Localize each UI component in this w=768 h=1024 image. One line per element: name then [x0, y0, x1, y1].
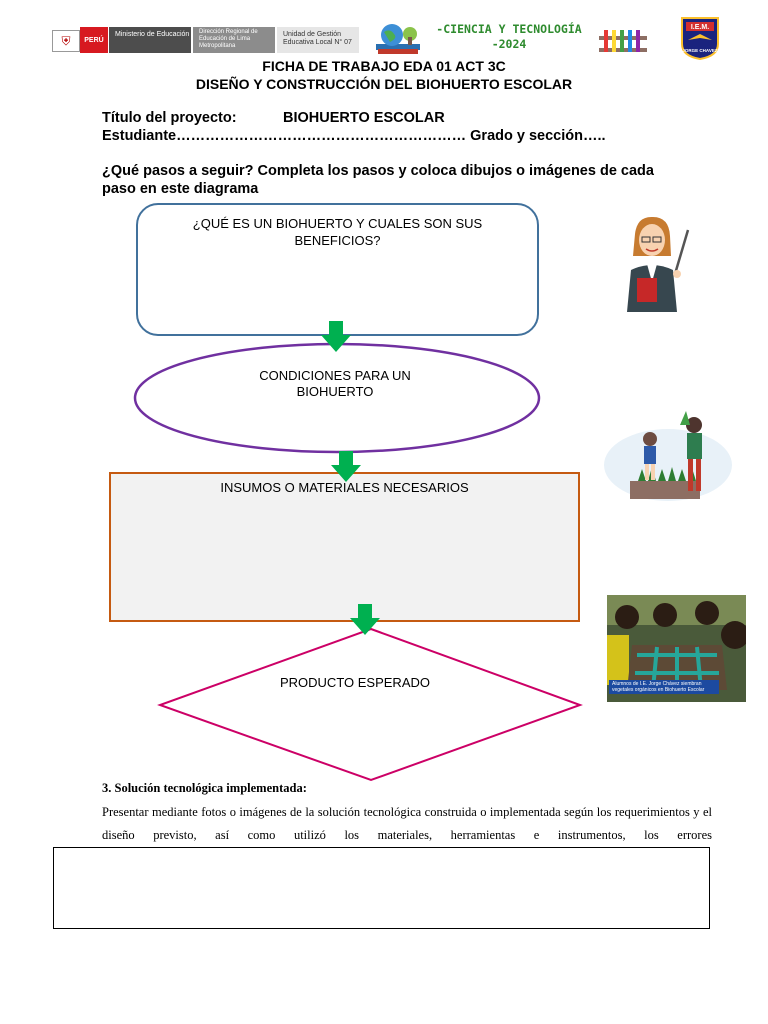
project-title-value: BIOHUERTO ESCOLAR	[283, 110, 445, 126]
school-crest-icon: I.E.M. JORGE CHAVEZ	[680, 16, 720, 60]
gardening-kids-illustration	[602, 405, 734, 505]
answer-box[interactable]	[53, 847, 710, 929]
banner-line-2: -2024	[424, 37, 594, 52]
peru-shield-icon: ⛨	[52, 30, 80, 52]
down-arrow-icon	[349, 604, 381, 636]
project-title-label: Título del proyecto:	[102, 110, 237, 126]
globe-books-icon	[374, 22, 422, 56]
crest-text: I.E.M.	[691, 24, 709, 31]
step-1-text: ¿QUÉ ES UN BIOHUERTO Y CUALES SON SUS BE…	[150, 215, 525, 249]
peru-label: PERÚ	[80, 27, 108, 53]
crest-name: JORGE CHAVEZ	[682, 48, 717, 53]
section-3-heading: 3. Solución tecnológica implementada:	[102, 781, 307, 796]
test-tubes-icon	[598, 28, 648, 54]
subject-banner: -CIENCIA Y TECNOLOGÍA -2024	[424, 22, 594, 52]
teacher-illustration	[615, 212, 695, 314]
step-2-text: CONDICIONES PARA UN BIOHUERTO	[230, 368, 440, 400]
photo-caption: Alumnos de I.E. Jorge Chávez siembran ve…	[609, 680, 719, 694]
dre-logo: Dirección Regional de Educación de Lima …	[193, 27, 275, 53]
banner-line-1: -CIENCIA Y TECNOLOGÍA	[424, 22, 594, 37]
step-4-text: PRODUCTO ESPERADO	[260, 675, 450, 690]
down-arrow-icon	[330, 451, 362, 483]
down-arrow-icon	[320, 321, 352, 353]
student-grade-line: Estudiante…………………………………………………… Grado y s…	[102, 128, 606, 144]
section-3-paragraph: Presentar mediante fotos o imágenes de l…	[102, 801, 712, 847]
ministry-logo: Ministerio de Educación	[109, 27, 191, 53]
expected-product-diamond	[160, 629, 580, 780]
worksheet-title: FICHA DE TRABAJO EDA 01 ACT 3C	[0, 58, 768, 74]
instructions-question: ¿Qué pasos a seguir? Completa los pasos …	[102, 162, 682, 198]
ugel-logo: Unidad de Gestión Educativa Local N° 07	[277, 27, 359, 53]
worksheet-subtitle: DISEÑO Y CONSTRUCCIÓN DEL BIOHUERTO ESCO…	[0, 76, 768, 92]
